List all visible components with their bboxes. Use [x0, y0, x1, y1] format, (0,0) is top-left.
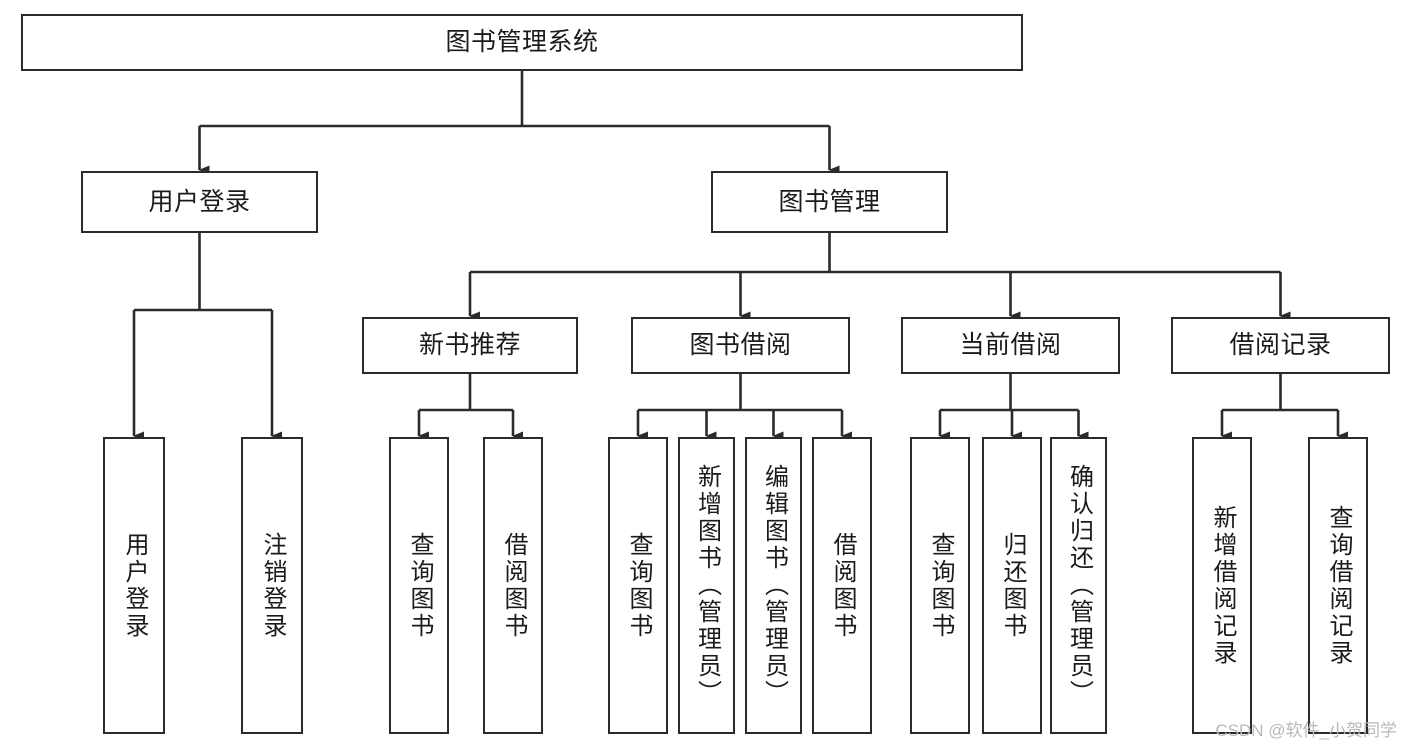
- node-leaf-query-book-borrow[interactable]: 查询图书: [608, 437, 668, 734]
- node-leaf-query-book-current[interactable]: 查询图书: [910, 437, 970, 734]
- node-leaf-borrow-book[interactable]: 借阅图书: [812, 437, 872, 734]
- node-label: 归还图书: [999, 531, 1026, 640]
- node-label: 图书借阅: [689, 331, 792, 360]
- node-leaf-return-book[interactable]: 归还图书: [982, 437, 1042, 734]
- node-borrow-record[interactable]: 借阅记录: [1171, 317, 1390, 374]
- node-leaf-edit-book[interactable]: 编辑图书（管理员）: [745, 437, 802, 734]
- node-label: 查询图书: [625, 531, 652, 640]
- node-book-borrow[interactable]: 图书借阅: [631, 317, 850, 374]
- node-label: 确认归还（管理员）: [1065, 464, 1093, 707]
- node-label: 查询借阅记录: [1325, 504, 1352, 667]
- node-label: 借阅图书: [500, 531, 527, 640]
- node-current-borrow[interactable]: 当前借阅: [901, 317, 1120, 374]
- node-label: 图书管理: [778, 187, 881, 216]
- watermark: CSDN @软件_小贺同学: [1215, 721, 1397, 740]
- node-label: 当前借阅: [959, 331, 1062, 360]
- node-leaf-borrow-book-new[interactable]: 借阅图书: [483, 437, 543, 734]
- node-label: 用户登录: [148, 187, 251, 216]
- node-label: 借阅图书: [829, 531, 856, 640]
- node-leaf-user-login[interactable]: 用户登录: [103, 437, 165, 734]
- node-leaf-logout[interactable]: 注销登录: [241, 437, 303, 734]
- node-label: 图书管理系统: [445, 28, 599, 57]
- node-label: 借阅记录: [1229, 331, 1332, 360]
- node-leaf-confirm-return[interactable]: 确认归还（管理员）: [1050, 437, 1107, 734]
- node-leaf-add-record[interactable]: 新增借阅记录: [1192, 437, 1252, 734]
- node-label: 查询图书: [927, 531, 954, 640]
- node-leaf-query-record[interactable]: 查询借阅记录: [1308, 437, 1368, 734]
- node-label: 注销登录: [259, 531, 286, 640]
- node-label: 新书推荐: [418, 331, 521, 360]
- node-label: 用户登录: [121, 531, 148, 640]
- node-leaf-query-book-new[interactable]: 查询图书: [389, 437, 449, 734]
- node-root[interactable]: 图书管理系统: [21, 14, 1023, 71]
- node-label: 编辑图书（管理员）: [760, 464, 788, 707]
- node-book-manage[interactable]: 图书管理: [711, 171, 948, 233]
- node-label: 查询图书: [406, 531, 433, 640]
- node-leaf-add-book[interactable]: 新增图书（管理员）: [678, 437, 735, 734]
- node-new-book-recommend[interactable]: 新书推荐: [362, 317, 578, 374]
- node-label: 新增图书（管理员）: [693, 464, 721, 707]
- node-user-login[interactable]: 用户登录: [81, 171, 318, 233]
- node-label: 新增借阅记录: [1209, 504, 1236, 667]
